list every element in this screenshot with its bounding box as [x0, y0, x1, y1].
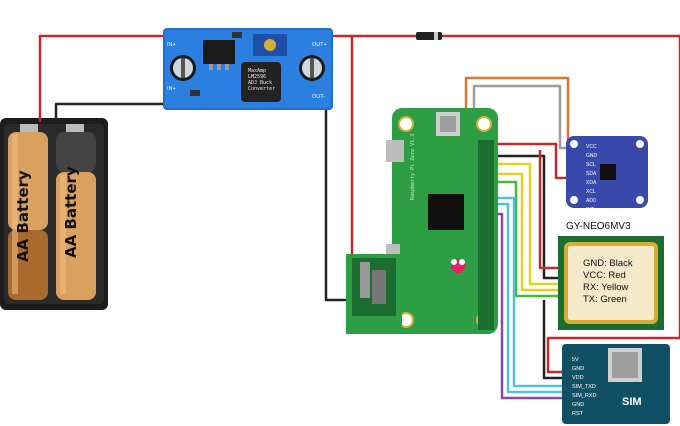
gps-pin: AD0 [586, 198, 596, 204]
wire-cyan-sim-1 [488, 196, 566, 388]
wire-cyan-sim-2 [488, 202, 566, 394]
raspberry-pi-zero [386, 108, 498, 334]
power-switch-board [346, 254, 402, 334]
gps-pin: INT [586, 207, 595, 213]
battery-cell-left [8, 132, 48, 300]
wire-green [488, 180, 566, 298]
wire-yellow [488, 162, 566, 286]
buck-chip-text: MaxAmp LM2596 ADJ Buck Converter [248, 68, 276, 92]
gps-module [566, 136, 648, 208]
battery-cell-right [56, 132, 96, 300]
gps-pin: SCL [586, 162, 596, 168]
wire-battery-negative [54, 102, 168, 122]
sim-module-label: SIM [622, 396, 642, 408]
wire-red-gps-board [538, 150, 566, 270]
gps-pin: VCC [586, 144, 597, 150]
gps-legend-tx: TX: Green [583, 294, 627, 305]
diode [416, 32, 442, 40]
wire-black-sim-gnd [542, 300, 566, 380]
gps-pin: XCL [586, 189, 596, 195]
gps-pin-list: VCC GND SCL SDA XDA XCL AD0 INT [586, 143, 597, 215]
gps-pin: XDA [586, 180, 597, 186]
gps-module-title: GY-NEO6MV3 [566, 221, 631, 232]
sim-pin: VDD [572, 375, 584, 381]
buck-converter [163, 28, 333, 110]
wire-battery-positive [38, 34, 167, 122]
sim-pin: GND [572, 402, 585, 408]
sim-pin: GND [572, 366, 585, 372]
gps-antenna-board [558, 236, 664, 330]
sim-pin-list: 5V GND VDD SIM_TXD SIM_RXD GND RST [572, 356, 596, 419]
battery-holder [0, 118, 108, 310]
sim-pin: SIM_TXD [572, 384, 596, 390]
sim-pin: RST [572, 411, 583, 417]
battery-label-2: AA Battery [62, 166, 80, 258]
buck-pin-out-plus: OUT+ [312, 42, 327, 48]
gps-legend-rx: RX: Yellow [583, 282, 629, 293]
gps-legend-gnd: GND: Black [583, 258, 633, 269]
gpio-header [478, 140, 494, 330]
buck-pin-in-plus-top: IN+ [167, 42, 176, 48]
sim-pin: 5V [572, 357, 579, 363]
buck-pin-in-plus-bottom: IN+ [167, 86, 176, 92]
sim-module [562, 344, 670, 424]
battery-label-1: AA Battery [14, 170, 32, 262]
wire-top-red-right [440, 34, 680, 374]
buck-pin-out-minus: OUT- [312, 94, 326, 100]
wire-yellow-2 [488, 172, 566, 292]
wires [38, 34, 680, 400]
pi-board-text: Raspberry Pi Zero V1.3 [410, 133, 416, 200]
gps-pin: SDA [586, 171, 597, 177]
gps-legend: GND: Black VCC: Red RX: Yellow TX: Green [583, 258, 633, 306]
wire-purple-sim [488, 212, 566, 400]
sim-pin: SIM_RXD [572, 393, 597, 399]
gps-legend-vcc: VCC: Red [583, 270, 626, 281]
gps-pin: GND [586, 153, 598, 159]
wire-black-gps-gnd [486, 154, 566, 280]
